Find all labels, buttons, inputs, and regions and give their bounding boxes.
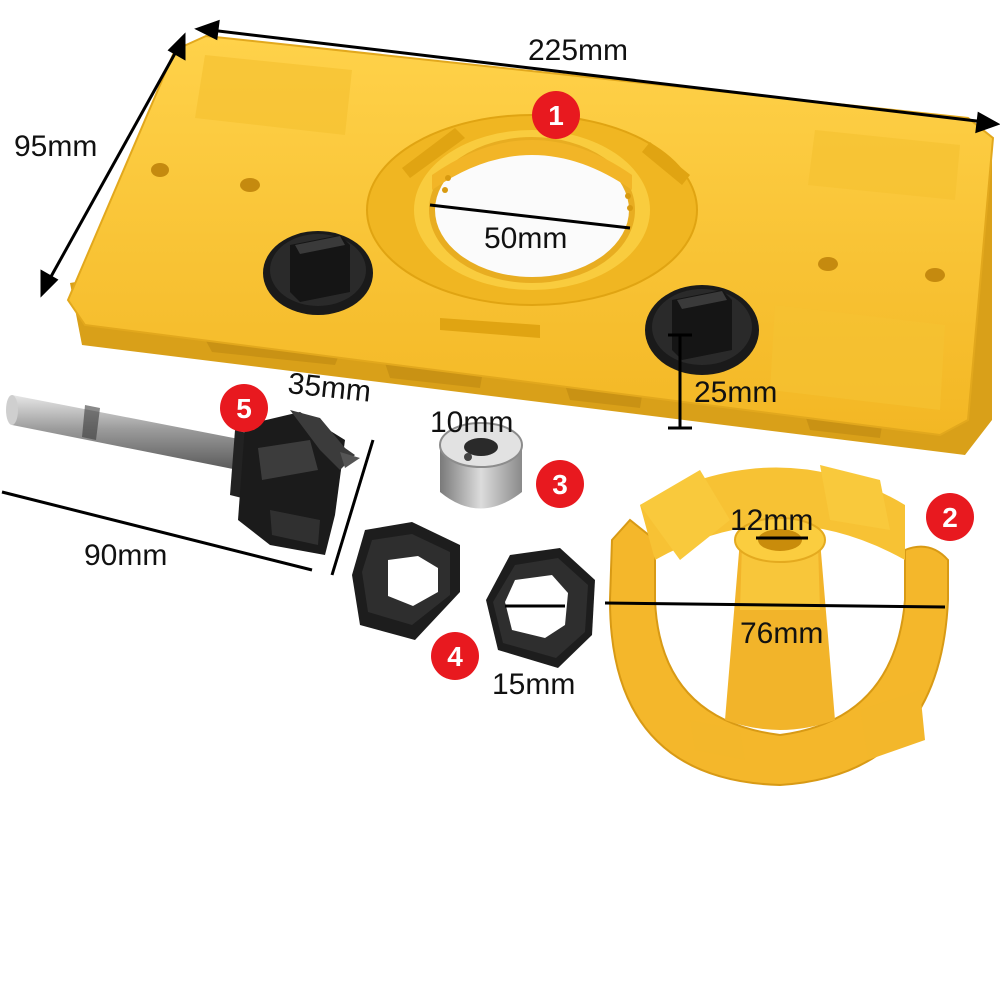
badge-1: 1 [532,91,580,139]
dimension-lines [1,19,1000,609]
drilling-template [66,34,995,455]
center-hole-boss [366,114,698,338]
label-stop-collar: 10mm [430,406,513,439]
label-bushing-hole: 15mm [492,668,575,701]
edge-locator [608,465,949,787]
badge-5-number: 5 [236,393,252,424]
badge-3-number: 3 [552,469,568,500]
label-locator-diameter: 76mm [740,617,823,650]
stop-collar [439,422,523,509]
label-template-length: 225mm [528,34,628,67]
badge-1-number: 1 [548,100,564,131]
hex-bushing-right [486,548,595,668]
forstner-bit [6,395,360,555]
badge-2-number: 2 [942,502,958,533]
badge-3: 3 [536,460,584,508]
hex-bushing-left [352,522,460,640]
badge-5: 5 [220,384,268,432]
screw-holes [151,163,945,282]
left-knob [263,231,373,315]
label-center-hole: 50mm [484,222,567,255]
right-knob [645,285,759,375]
badge-4: 4 [431,632,479,680]
dimension-labels: 225mm 95mm 50mm 25mm 35mm 90mm 10mm 12mm… [14,34,823,701]
badge-2: 2 [926,493,974,541]
label-locator-hole: 12mm [730,504,813,537]
badge-4-number: 4 [447,641,463,672]
label-template-width: 95mm [14,130,97,163]
label-bit-length: 90mm [84,539,167,572]
label-knob-offset: 25mm [694,376,777,409]
